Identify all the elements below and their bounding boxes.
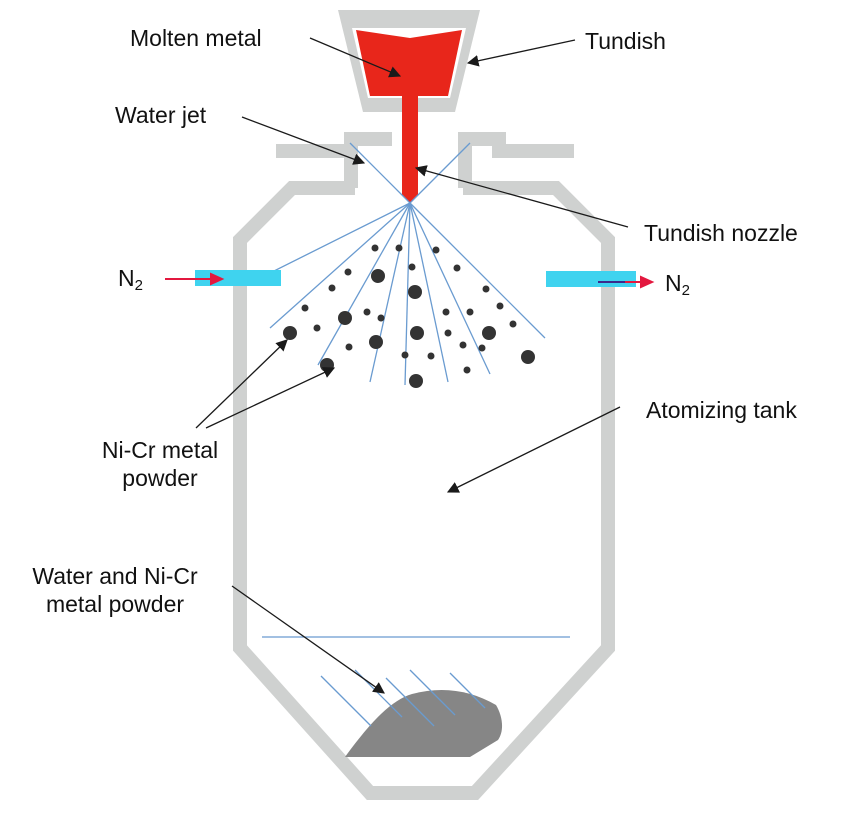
- metal-droplets: [283, 244, 535, 388]
- atomizing-tank-label: Atomizing tank: [646, 397, 797, 423]
- molten-metal-label: Molten metal: [130, 25, 262, 51]
- collection-label-line2: metal powder: [45, 591, 185, 617]
- nozzle-housing: [276, 132, 574, 188]
- powder-label-line2: powder: [122, 465, 198, 491]
- n2-inlet-label: N2: [118, 264, 143, 300]
- powder-label: Ni-Cr metal powder: [70, 436, 250, 492]
- n2-outlet-subscript: 2: [681, 282, 690, 299]
- n2-arrows: [165, 272, 655, 289]
- collection-label: Water and Ni-Cr metal powder: [2, 562, 228, 618]
- n2-outlet-symbol: N: [665, 270, 682, 296]
- spray-cone: [245, 202, 546, 386]
- n2-inlet-symbol: N: [118, 265, 135, 291]
- n2-outlet-label: N2: [665, 269, 690, 305]
- tundish-nozzle-label: Tundish nozzle: [644, 220, 798, 246]
- n2-inlet-subscript: 2: [134, 277, 143, 294]
- water-jets: [349, 142, 471, 204]
- collection-label-line1: Water and Ni-Cr: [32, 563, 198, 589]
- water-jet-label: Water jet: [115, 102, 207, 128]
- powder-label-line1: Ni-Cr metal: [101, 437, 219, 463]
- leader-arrows: [195, 37, 629, 694]
- tundish-label: Tundish: [585, 28, 666, 54]
- n2-outlet-port: [546, 271, 636, 287]
- molten-metal-fill: [356, 30, 462, 203]
- powder-pile: [345, 689, 503, 757]
